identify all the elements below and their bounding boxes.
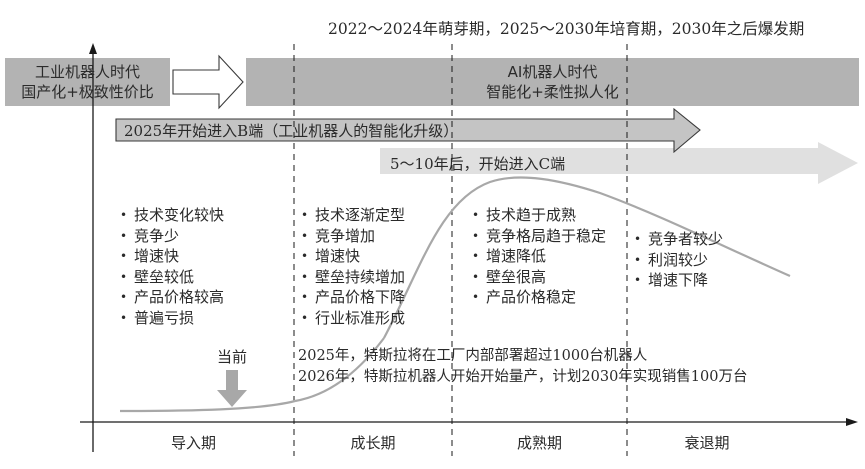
- curve-growth-segment: [294, 337, 385, 403]
- industrial-era-label: 工业机器人时代 国产化+极致性价比: [5, 62, 170, 102]
- stage-label-decline: 衰退期: [684, 434, 730, 452]
- current-marker-label: 当前: [217, 348, 248, 366]
- trait-item: 利润较少: [634, 250, 723, 271]
- y-axis-arrow-icon: [89, 43, 97, 54]
- trait-item: 增速降低: [472, 246, 606, 267]
- tesla-notes: 2025年，特斯拉将在工厂内部部署超过1000台机器人 2026年，特斯拉机器人…: [298, 346, 747, 388]
- trait-item: 竞争者较少: [634, 229, 723, 250]
- trait-item: 普遍亏损: [120, 308, 224, 329]
- trait-item: 增速快: [301, 246, 405, 267]
- ai-era-box: [246, 58, 859, 106]
- trait-item: 行业标准形成: [301, 308, 405, 329]
- trait-item: 壁垒持续增加: [301, 267, 405, 288]
- industrial-era-subtitle: 国产化+极致性价比: [21, 83, 154, 101]
- b-end-arrow-shape: [115, 107, 701, 154]
- maturity-stage-traits: 技术趋于成熟 竞争格局趋于稳定 增速降低 壁垒很高 产品价格稳定: [472, 205, 606, 308]
- stage-label-growth: 成长期: [350, 434, 396, 452]
- tesla-note-2026: 2026年，特斯拉机器人开始开始量产，计划2030年实现销售100万台: [298, 369, 748, 385]
- trait-item: 壁垒较低: [120, 267, 224, 288]
- trait-item: 产品价格较高: [120, 287, 224, 308]
- growth-stage-traits: 技术逐渐定型 竞争增加 增速快 壁垒持续增加 产品价格下降 行业标准形成: [301, 205, 405, 328]
- timeline-note: 2022～2024年萌芽期，2025～2030年培育期，2030年之后爆发期: [328, 20, 805, 38]
- ai-era-title: AI机器人时代: [507, 63, 598, 81]
- tesla-note-2025: 2025年，特斯拉将在工厂内部部署超过1000台机器人: [298, 348, 648, 364]
- stage-label-maturity: 成熟期: [516, 434, 562, 452]
- trait-item: 技术逐渐定型: [301, 205, 405, 226]
- intro-stage-traits: 技术变化较快 竞争少 增速快 壁垒较低 产品价格较高 普遍亏损: [120, 205, 224, 328]
- current-down-arrow-icon: [217, 370, 247, 407]
- trait-item: 竞争增加: [301, 226, 405, 247]
- industrial-era-title: 工业机器人时代: [34, 63, 140, 81]
- trait-item: 产品价格稳定: [472, 287, 606, 308]
- transition-arrow-icon: [172, 54, 244, 110]
- trait-item: 增速快: [120, 246, 224, 267]
- x-axis-arrow-icon: [846, 418, 858, 426]
- trait-item: 增速下降: [634, 270, 723, 291]
- industrial-era-box: [5, 58, 170, 106]
- stage-label-intro: 导入期: [170, 434, 216, 452]
- c-end-arrow-shape: [380, 142, 858, 184]
- ai-era-label: AI机器人时代 智能化+柔性拟人化: [246, 62, 859, 102]
- trait-item: 技术趋于成熟: [472, 205, 606, 226]
- ai-era-subtitle: 智能化+柔性拟人化: [486, 83, 619, 101]
- trait-item: 技术变化较快: [120, 205, 224, 226]
- decline-stage-traits: 竞争者较少 利润较少 增速下降: [634, 229, 723, 291]
- trait-item: 壁垒很高: [472, 267, 606, 288]
- trait-item: 竞争少: [120, 226, 224, 247]
- c-end-arrow-label: 5～10年后，开始进入C端: [390, 155, 566, 173]
- trait-item: 产品价格下降: [301, 287, 405, 308]
- trait-item: 竞争格局趋于稳定: [472, 226, 606, 247]
- b-end-arrow-label: 2025年开始进入B端（工业机器人的智能化升级）: [124, 122, 459, 140]
